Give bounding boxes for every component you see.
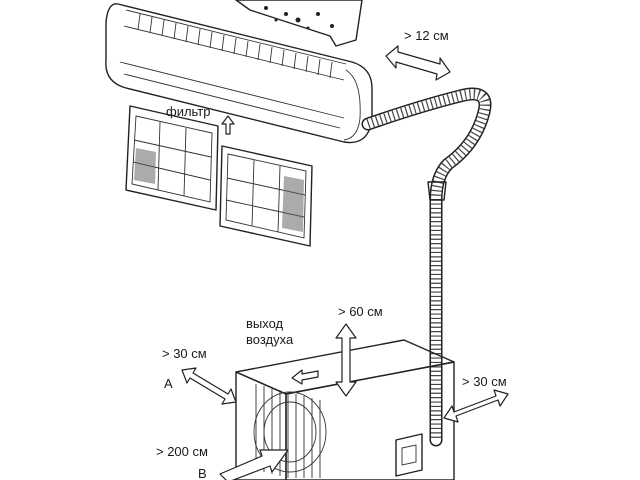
filter-right [219, 145, 313, 247]
label-gap-right-30cm: > 30 см [462, 374, 507, 389]
label-air-outlet-1: выход [246, 316, 284, 331]
label-point-b: B [198, 466, 207, 480]
indoor-unit [105, 0, 373, 144]
label-gap-front-200cm: > 200 см [156, 444, 208, 459]
clearance-arrow-60cm [335, 323, 357, 397]
label-gap-12cm: > 12 см [404, 28, 449, 43]
clearance-arrow-left-30cm [181, 367, 237, 405]
filter-left [125, 105, 219, 211]
label-gap-left-30cm: > 30 см [162, 346, 207, 361]
mounting-plate [235, 0, 363, 47]
filter-arrow-up [221, 115, 235, 135]
service-panel [395, 433, 423, 477]
air-filters [125, 105, 313, 247]
clearance-arrow-right-30cm [443, 389, 509, 423]
label-air-outlet-2: воздуха [246, 332, 294, 347]
refrigerant-pipe [361, 87, 492, 447]
clearance-arrow-front-200cm [219, 449, 289, 480]
indoor-unit-body [105, 3, 373, 144]
label-gap-60cm: > 60 см [338, 304, 383, 319]
label-filter: фильтр [166, 104, 210, 119]
top-grille [137, 13, 333, 79]
fan-grille [253, 384, 327, 478]
label-point-a: A [164, 376, 173, 391]
clearance-arrow-12cm [385, 45, 451, 81]
outlet-arrow [291, 369, 319, 385]
